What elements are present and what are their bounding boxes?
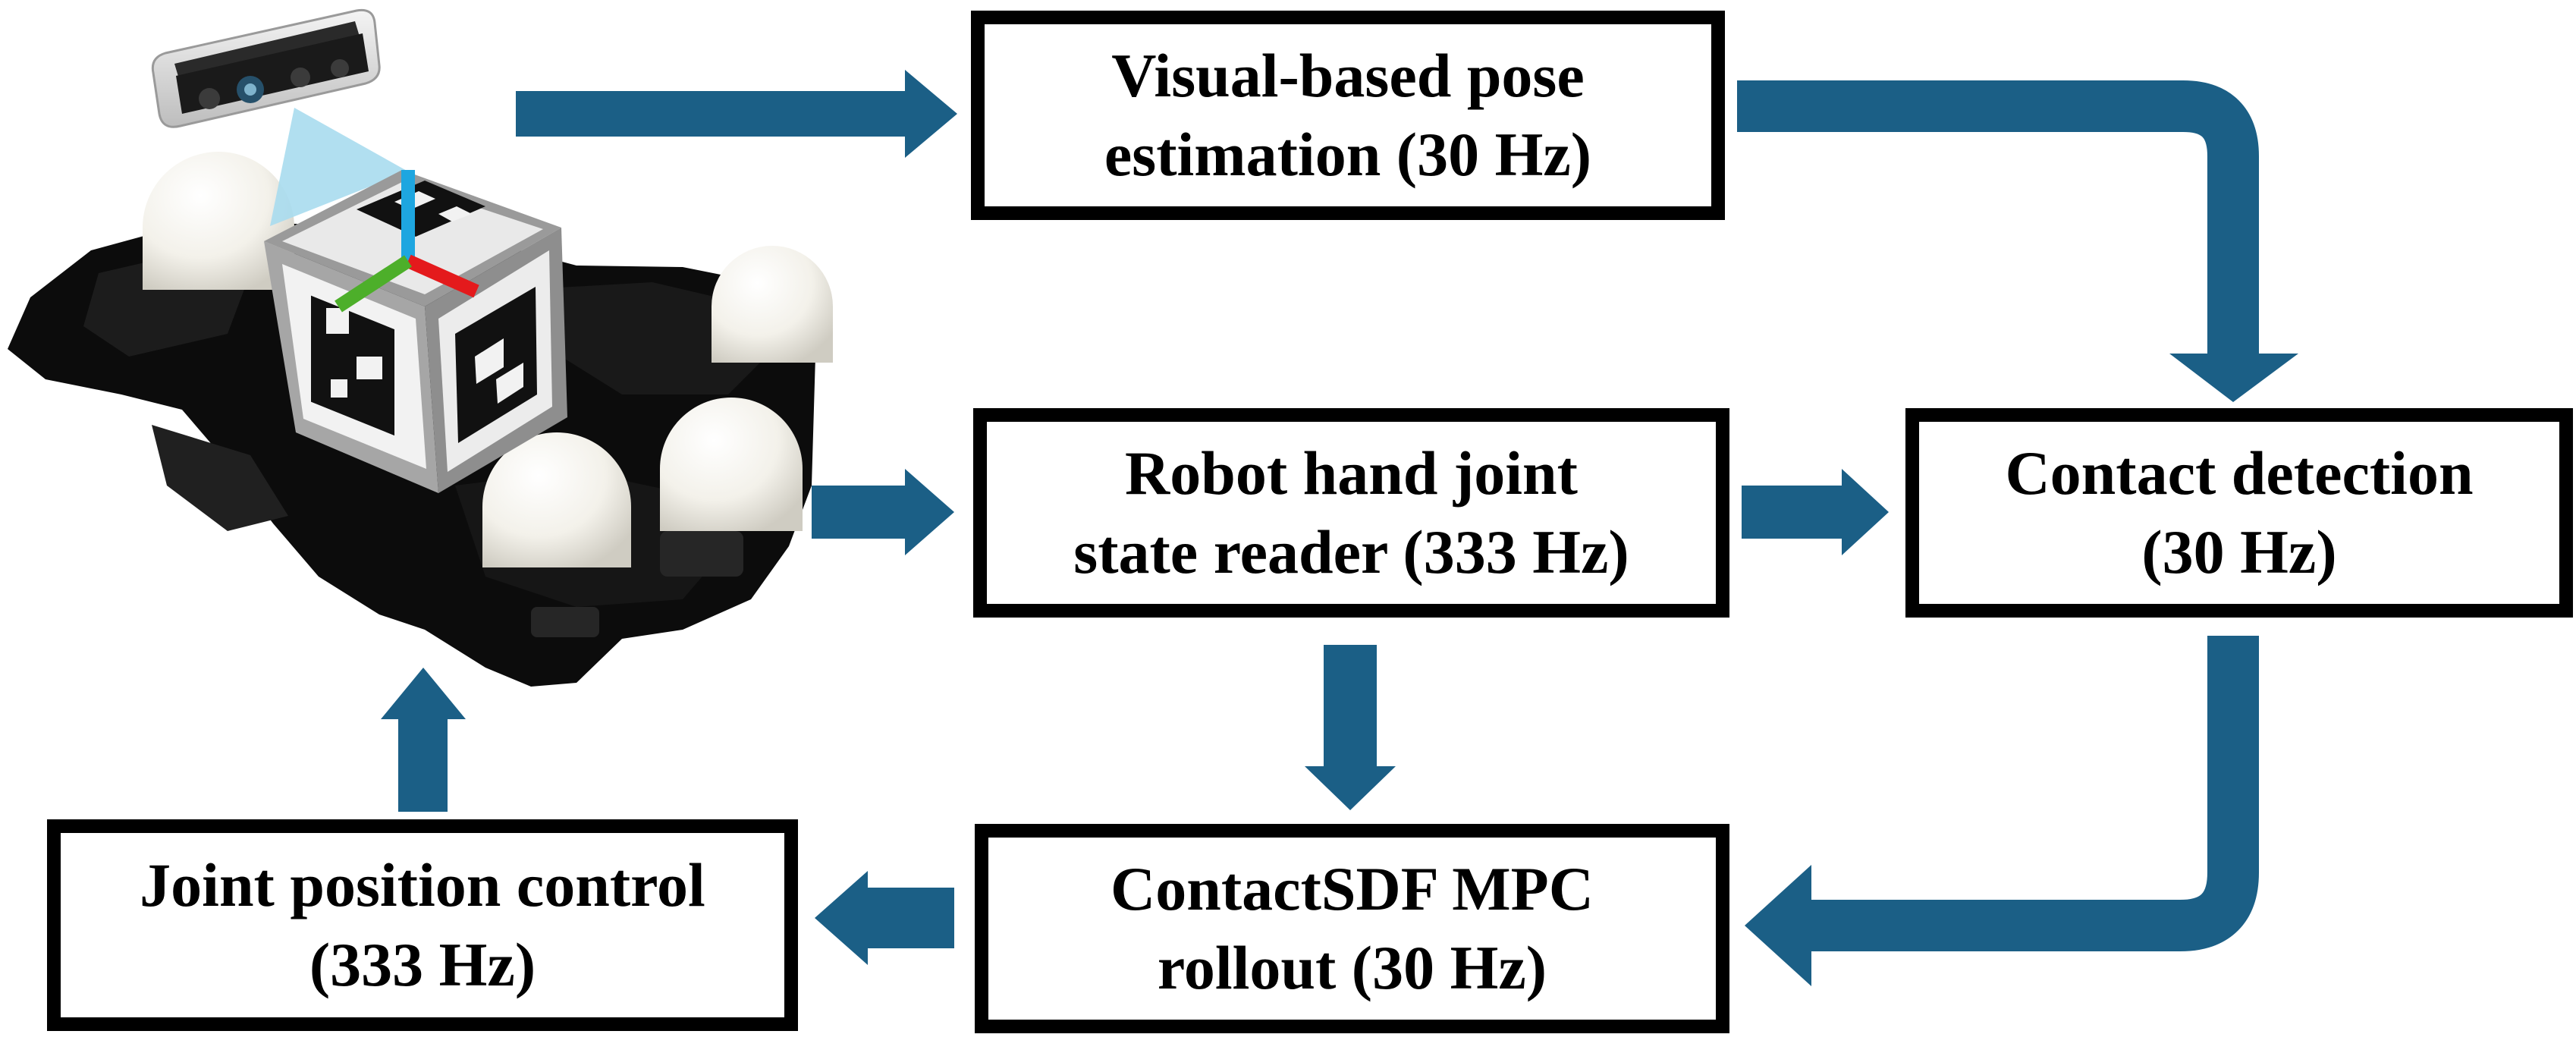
box-label-line1: Contact detection xyxy=(2005,438,2474,508)
box-label-line2: (333 Hz) xyxy=(309,929,536,999)
arrow-joint-to-mpc xyxy=(1305,645,1396,810)
depth-camera-icon xyxy=(151,8,381,128)
box-joint-state-reader: Robot hand joint state reader (333 Hz) xyxy=(973,408,1729,618)
box-label-line2: rollout (30 Hz) xyxy=(1157,933,1547,1002)
box-label-line1: ContactSDF MPC xyxy=(1111,853,1594,923)
arrow-mpc-to-control xyxy=(815,871,954,965)
box-contactsdf-mpc-rollout: ContactSDF MPC rollout (30 Hz) xyxy=(975,824,1729,1033)
flow-arrows xyxy=(381,70,1889,965)
arrow-contact-to-mpc xyxy=(1805,636,2259,951)
arrow-control-to-hand xyxy=(381,668,466,812)
arrow-vision-to-contact xyxy=(1737,80,2259,357)
box-label-line2: state reader (333 Hz) xyxy=(1073,517,1629,586)
box-label-line2: estimation (30 Hz) xyxy=(1104,120,1592,189)
arrow-vision-to-contact-head xyxy=(2169,354,2298,402)
arrow-hand-to-joint xyxy=(812,469,954,555)
box-joint-position-control: Joint position control (333 Hz) xyxy=(47,819,798,1031)
apriltag-cube-icon xyxy=(264,170,567,493)
arrow-camera-to-vision xyxy=(516,70,957,158)
arrow-joint-to-contact xyxy=(1742,469,1889,555)
fingertip-icon xyxy=(143,152,833,567)
box-contact-detection: Contact detection (30 Hz) xyxy=(1905,408,2573,618)
arrow-contact-to-mpc-head xyxy=(1745,865,1811,986)
camera-fov-icon xyxy=(270,108,408,226)
box-label-line1: Visual-based pose xyxy=(1111,40,1585,110)
coordinate-frame-icon xyxy=(335,170,479,313)
box-label-line2: (30 Hz) xyxy=(2141,517,2337,586)
box-label-line1: Joint position control xyxy=(140,850,705,920)
box-label-line1: Robot hand joint xyxy=(1125,438,1578,508)
box-visual-pose-estimation: Visual-based pose estimation (30 Hz) xyxy=(971,11,1725,220)
